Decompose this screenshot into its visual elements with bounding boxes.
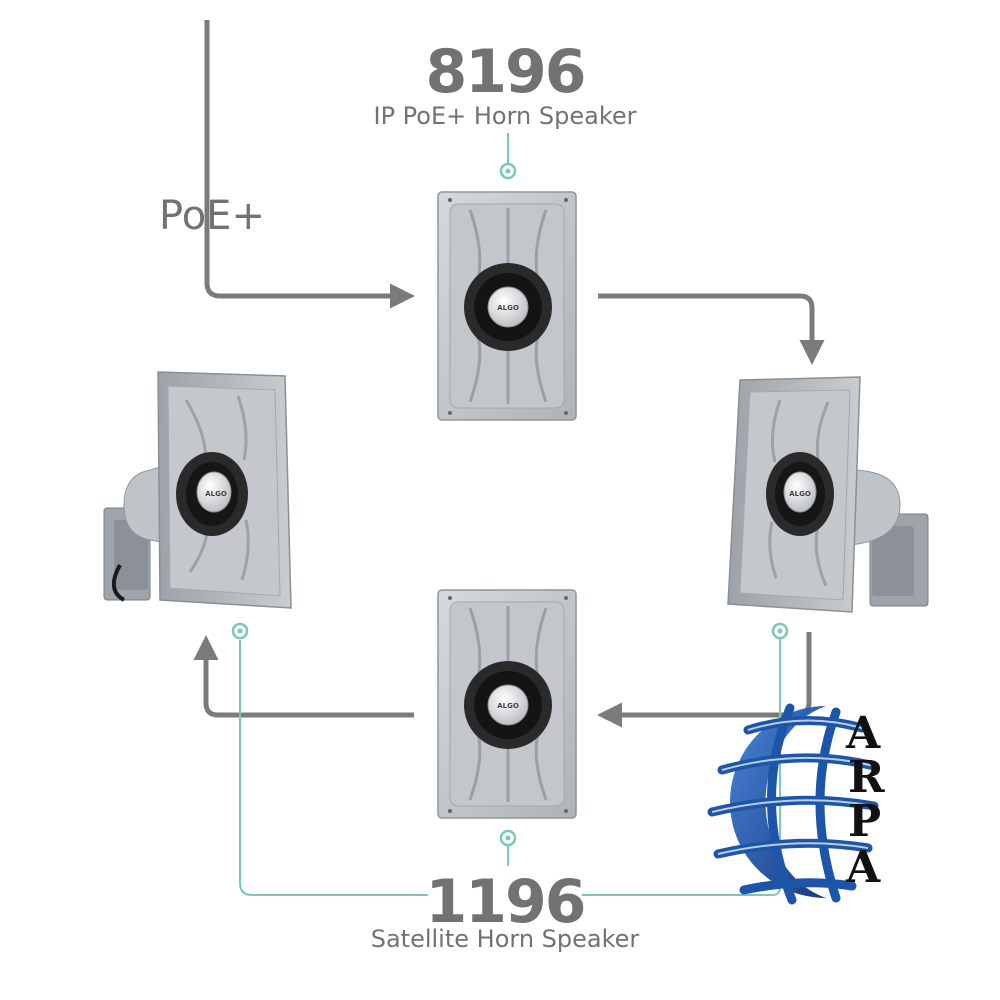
- satellite-model-label: 1196: [425, 867, 587, 937]
- poe-input-line: [204, 20, 415, 309]
- horn-speaker-bottom: [437, 589, 577, 819]
- horn-speaker-left: [103, 371, 292, 609]
- arrow-to-bottom-speaker: [597, 632, 812, 728]
- logo-letter-4: A: [846, 842, 881, 893]
- logo-letter-2: R: [848, 752, 885, 803]
- poe-input-label: PoE+: [159, 193, 265, 239]
- satellite-description-label: Satellite Horn Speaker: [370, 925, 640, 953]
- arrow-to-left-speaker: [193, 635, 414, 718]
- brand-right: ALGO: [789, 490, 811, 498]
- logo-letter-3: P: [848, 796, 882, 847]
- brand-marks: ALGO ALGO ALGO ALGO: [205, 304, 811, 710]
- arrow-to-right-speaker: [598, 293, 825, 365]
- logo-letter-1: A: [846, 708, 881, 759]
- brand-bottom: ALGO: [497, 702, 519, 710]
- arpa-globe-logo: [707, 703, 879, 905]
- brand-left: ALGO: [205, 490, 227, 498]
- horn-speaker-right: [727, 376, 929, 613]
- horn-speaker-top: [437, 191, 577, 421]
- primary-description-label: IP PoE+ Horn Speaker: [373, 102, 637, 130]
- brand-top: ALGO: [497, 304, 519, 312]
- primary-model-label: 8196: [425, 37, 587, 107]
